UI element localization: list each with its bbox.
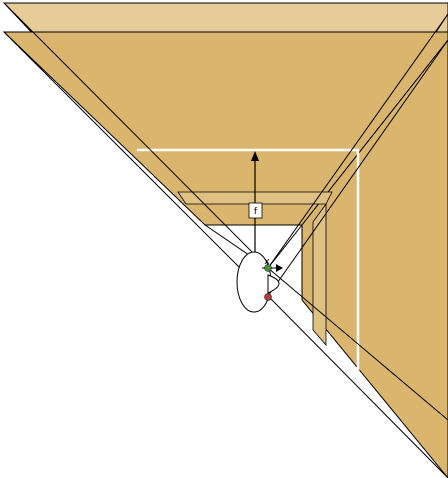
axis-label: x — [264, 257, 270, 267]
ray-left-lower — [3, 31, 269, 297]
ray-bottom-2 — [267, 295, 448, 478]
ray-right-upper — [267, 13, 448, 269]
force-arrow: f — [248, 151, 263, 267]
observer-head: x — [236, 251, 283, 313]
ray-bottom-1 — [267, 267, 448, 421]
axis-arrow-head — [276, 264, 283, 272]
right-wall-plane — [301, 39, 448, 478]
nose-shape — [267, 274, 280, 294]
ray-right-lower — [267, 39, 448, 297]
inner-edge-2 — [267, 224, 303, 269]
white-frame — [137, 148, 360, 372]
force-label-box — [248, 202, 263, 219]
force-label: f — [254, 207, 258, 217]
red-marker — [264, 293, 272, 301]
force-arrow-head — [251, 151, 259, 161]
frame-outline — [137, 148, 360, 372]
green-marker — [264, 264, 272, 272]
inner-wall-strip — [312, 202, 327, 347]
ray-left-upper — [3, 2, 269, 269]
